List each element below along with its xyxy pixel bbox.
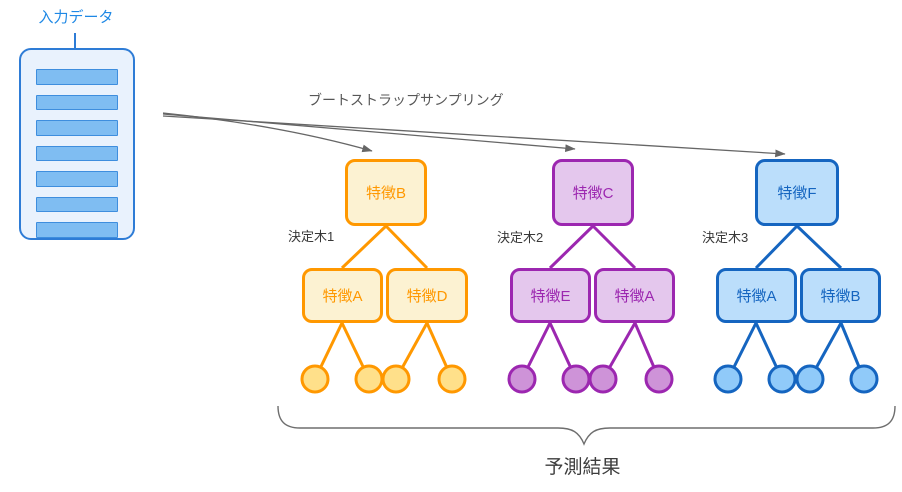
tree-1-left-node: 特徴A (302, 268, 383, 323)
tree-3-leaf-nodes (713, 364, 879, 394)
tree-1-right-node: 特徴D (386, 268, 468, 323)
leaf-node (713, 364, 743, 394)
tree-2-root-node: 特徴C (552, 159, 634, 226)
input-data-label: 入力データ (38, 9, 114, 26)
tree-1-root-node: 特徴B (345, 159, 427, 226)
bootstrap-arrows (162, 112, 786, 158)
prediction-brace (277, 405, 896, 446)
data-row-bar (36, 120, 118, 136)
data-row-bar (36, 196, 118, 213)
tree-2-leaf-nodes (507, 364, 674, 394)
bootstrap-arrow (162, 112, 373, 153)
tree-1-leaf-nodes (300, 364, 467, 394)
tree-3-left-node: 特徴A (716, 268, 797, 323)
leaf-node (507, 364, 537, 394)
leaf-node (437, 364, 467, 394)
bootstrap-sampling-label: ブートストラップサンプリング (308, 92, 504, 108)
input-data-box (19, 48, 135, 240)
data-row-bar (36, 94, 118, 111)
leaf-node (644, 364, 674, 394)
tree-1-label: 決定木1 (288, 229, 335, 244)
tree-3-root-node: 特徴F (755, 159, 839, 226)
tree-3-label: 決定木3 (702, 230, 749, 245)
tree-1-edges (313, 224, 454, 380)
leaf-node (381, 364, 411, 394)
leaf-node (795, 364, 825, 394)
data-row-bar (36, 145, 118, 162)
leaf-node (300, 364, 330, 394)
tree-2-right-node: 特徴A (594, 268, 675, 323)
bootstrap-arrow (162, 115, 786, 158)
leaf-node (354, 364, 384, 394)
tree-3-right-node: 特徴B (800, 268, 881, 323)
data-row-bar (36, 171, 118, 187)
leaf-node (849, 364, 879, 394)
tree-2-label: 決定木2 (497, 230, 544, 245)
leaf-node (588, 364, 618, 394)
data-row-bar (36, 222, 118, 239)
tree-2-left-node: 特徴E (510, 268, 591, 323)
prediction-result-label: 予測結果 (544, 457, 621, 478)
leaf-node (767, 364, 797, 394)
leaf-node (561, 364, 591, 394)
data-row-bar (36, 69, 118, 85)
